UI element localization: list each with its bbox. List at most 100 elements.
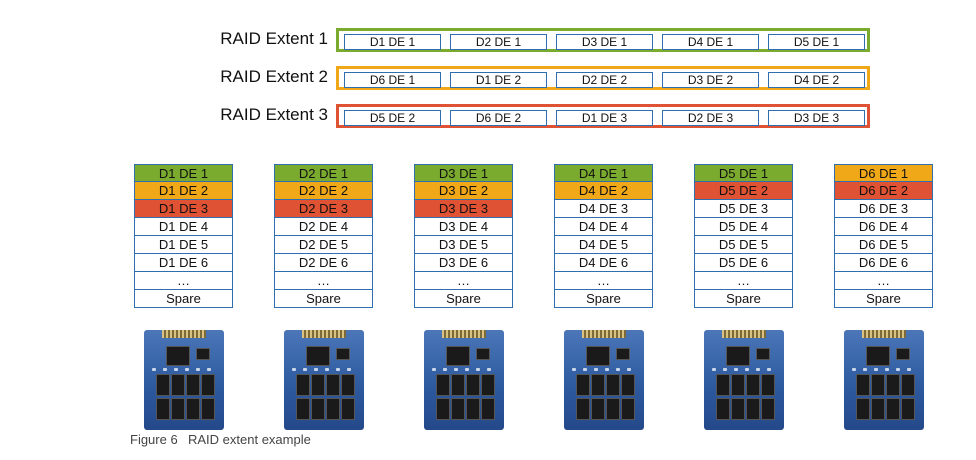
extent-cell: D3 DE 2 [662,72,759,88]
ssd-component [874,368,878,371]
ssd-flash-chip [871,398,885,420]
ssd-flash-chip [746,374,760,396]
ssd-component [314,368,318,371]
extent-cell: D6 DE 1 [344,72,441,88]
drive-extent-cell: Spare [414,290,513,308]
ssd-component [336,368,340,371]
ssd-flash-chip [591,374,605,396]
drive-extent-cell: D6 DE 3 [834,200,933,218]
ssd-flash-chip [326,374,340,396]
ssd-flash-chip [591,398,605,420]
drive-extent-cell: Spare [274,290,373,308]
ssd-cache-chip [756,348,770,360]
ssd-flash-chip [576,374,590,396]
ssd-flash-chip [761,398,775,420]
ssd-cache-chip [896,348,910,360]
drive-extent-cell: D2 DE 6 [274,254,373,272]
ssd-flash-chip [156,374,170,396]
ssd-controller-chip [866,346,890,366]
drive-extent-cell: D1 DE 5 [134,236,233,254]
ssd-flash-chip [856,398,870,420]
ssd-component [292,368,296,371]
ssd-flash-chip [746,398,760,420]
extent-cell: D2 DE 3 [662,110,759,126]
ssd-component [163,368,167,371]
drive-extent-cell: D5 DE 6 [694,254,793,272]
ssd-component [303,368,307,371]
ssd-flash-chip [186,374,200,396]
drive-extent-cell: D2 DE 3 [274,200,373,218]
drive-extent-cell: D5 DE 1 [694,164,793,182]
ssd-flash-chip [466,398,480,420]
ssd-flash-chip [341,398,355,420]
ssd-drive-icon [144,330,224,430]
ssd-component [756,368,760,371]
drive-extent-cell: D5 DE 5 [694,236,793,254]
ssd-component [443,368,447,371]
ssd-flash-chip [201,398,215,420]
ssd-flash-chip [886,374,900,396]
extent-cell: D5 DE 2 [344,110,441,126]
ssd-flash-chip [481,398,495,420]
ssd-controller-chip [166,346,190,366]
ssd-flash-chip [716,374,730,396]
ssd-connector [722,330,766,338]
drive-extent-cell: D3 DE 4 [414,218,513,236]
ssd-component [174,368,178,371]
ssd-flash-chip [451,374,465,396]
drive-extent-cell: D3 DE 5 [414,236,513,254]
ssd-flash-chip [171,374,185,396]
drive-extent-cell: D4 DE 6 [554,254,653,272]
ssd-drive-icon [424,330,504,430]
drive-extent-cell: … [414,272,513,290]
ssd-flash-chip [716,398,730,420]
figure-title: RAID extent example [188,432,311,447]
drive-extent-cell: D6 DE 2 [834,182,933,200]
ssd-component [583,368,587,371]
figure-number: Figure 6 [130,432,178,447]
ssd-component [723,368,727,371]
extent-cell: D3 DE 3 [768,110,865,126]
ssd-component [605,368,609,371]
ssd-connector [862,330,906,338]
ssd-component [907,368,911,371]
drive-extent-cell: D4 DE 1 [554,164,653,182]
ssd-flash-chip [156,398,170,420]
drive-extent-cell: D4 DE 4 [554,218,653,236]
ssd-component [487,368,491,371]
ssd-flash-chip [731,374,745,396]
drive-extent-cell: Spare [834,290,933,308]
ssd-component [152,368,156,371]
raid-extent-1-label: RAID Extent 1 [220,29,328,48]
extent-cell: D1 DE 3 [556,110,653,126]
ssd-flash-chip [871,374,885,396]
ssd-flash-chip [761,374,775,396]
ssd-cache-chip [616,348,630,360]
ssd-component [476,368,480,371]
ssd-component [594,368,598,371]
drive-extent-cell: D5 DE 2 [694,182,793,200]
ssd-flash-chip [326,398,340,420]
extent-cell: D1 DE 2 [450,72,547,88]
ssd-connector [162,330,206,338]
figure-caption: Figure 6 RAID extent example [130,432,311,447]
ssd-flash-chip [341,374,355,396]
drive-extent-cell: D1 DE 4 [134,218,233,236]
drive-extent-cell: D2 DE 2 [274,182,373,200]
ssd-flash-chip [901,374,915,396]
ssd-component [712,368,716,371]
ssd-drive-icon [844,330,924,430]
ssd-flash-chip [886,398,900,420]
drive-extent-cell: D5 DE 4 [694,218,793,236]
drive-extent-cell: D6 DE 4 [834,218,933,236]
drive-extent-cell: D4 DE 3 [554,200,653,218]
drive-extent-cell: … [694,272,793,290]
drive-extent-cell: Spare [134,290,233,308]
raid-extent-3-label: RAID Extent 3 [220,105,328,124]
ssd-connector [442,330,486,338]
ssd-component [885,368,889,371]
ssd-flash-chip [311,374,325,396]
ssd-flash-chip [481,374,495,396]
